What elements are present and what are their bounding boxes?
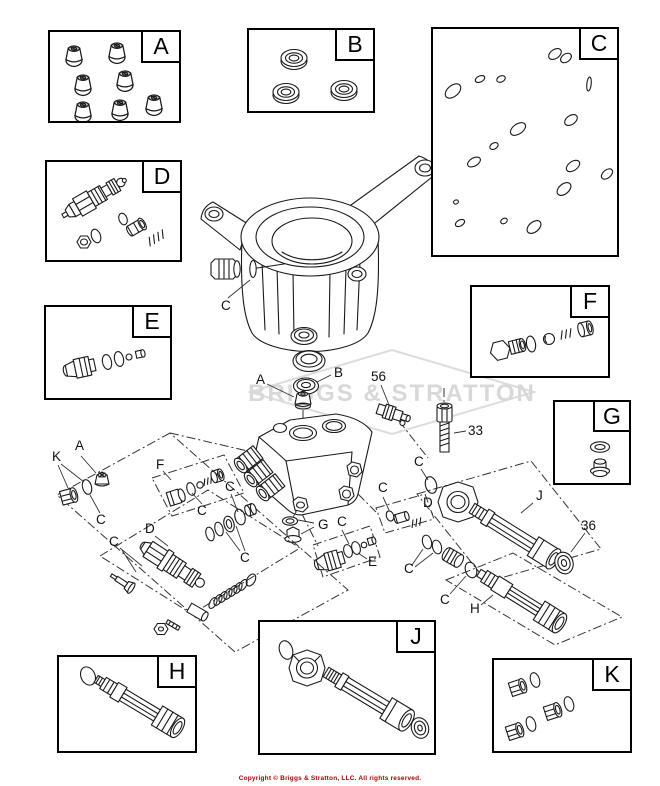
- left-kit-area: K A C F: [52, 432, 349, 653]
- oil-seal-icons: [272, 48, 358, 105]
- box-letter-a: A: [153, 33, 169, 59]
- detail-box-e: E: [44, 305, 172, 400]
- detail-box-g: G: [553, 400, 631, 485]
- detail-box-c: C: [431, 27, 619, 257]
- box-letter-j: J: [410, 623, 422, 649]
- piston-spring-assembly: [153, 573, 257, 636]
- callout-d-right: D: [423, 495, 433, 510]
- detail-box-d: D: [45, 160, 182, 262]
- pump-manifold: [233, 413, 373, 516]
- detail-box-a: A: [48, 30, 181, 123]
- h-inlet-o-rings: C: [404, 534, 465, 576]
- box-letter-c: C: [590, 30, 608, 56]
- unloader-piston: [109, 573, 136, 594]
- callout-j: J: [536, 488, 543, 503]
- detail-box-f: F: [470, 285, 610, 378]
- callout-d-left: D: [145, 521, 155, 536]
- callout-e: E: [368, 554, 377, 569]
- callout-c-e-kit: C: [337, 514, 347, 529]
- o-ring-and-plug-icons: [589, 441, 611, 478]
- inlet-tube-icon: [79, 666, 186, 739]
- box-letter-d: D: [153, 163, 171, 189]
- unloader-valve-kit-icons: [61, 177, 164, 249]
- callout-k: K: [52, 449, 61, 464]
- callout-c-h-orings: C: [404, 561, 414, 576]
- detail-box-d-label: D: [142, 160, 182, 193]
- d-small-kit-group: D C: [375, 480, 435, 534]
- plug-and-o-ring-icons: [504, 672, 575, 741]
- detail-box-k-label: K: [592, 658, 632, 691]
- box-letter-h: H: [168, 658, 186, 684]
- detail-box-b: B: [247, 28, 375, 113]
- callout-36-cap: 36: [581, 518, 596, 533]
- detail-box-g-label: G: [593, 400, 631, 432]
- manifold-valve-cap: A: [256, 372, 312, 424]
- callout-f: F: [156, 457, 164, 472]
- detail-box-j: J: [258, 620, 436, 755]
- injection-fitting-kit-icons: [62, 349, 146, 379]
- e-kit-group: E: [312, 525, 381, 578]
- callout-56-thermal-valve: 56: [371, 369, 386, 384]
- check-valve-kit-icons: [489, 320, 594, 361]
- callout-c-k-oring: C: [96, 512, 106, 527]
- callout-33-bolt: 33: [468, 423, 483, 438]
- callout-c-housing-plug: C: [221, 298, 231, 313]
- box-letter-e: E: [144, 308, 160, 334]
- callout-h: H: [470, 601, 480, 616]
- seal-stack: B: [290, 326, 343, 395]
- box-letter-k: K: [604, 661, 620, 687]
- svg-text:BRIGGS & STRATTON: BRIGGS & STRATTON: [248, 380, 536, 407]
- outlet-tube-kit-icons: [278, 640, 430, 739]
- detail-box-k: K: [492, 658, 632, 753]
- h-inlet-tube-group: C H: [440, 552, 624, 646]
- copyright-text: Copyright © Briggs & Stratton, LLC. All …: [238, 775, 422, 782]
- callout-c-j-oring: C: [414, 454, 424, 469]
- mounting-bolt: 33: [436, 402, 483, 453]
- detail-box-c-label: C: [579, 27, 619, 60]
- callout-c-chain-bottom: C: [240, 550, 250, 565]
- detail-box-a-label: A: [141, 30, 181, 63]
- housing-plug-and-o-ring: C: [210, 258, 285, 313]
- callout-a-valve-cap: A: [256, 372, 265, 387]
- box-letter-f: F: [582, 288, 598, 314]
- detail-box-j-label: J: [396, 620, 436, 653]
- pump-housing: [200, 155, 438, 353]
- callout-a-left: A: [75, 438, 84, 453]
- unloader-valve: [139, 540, 205, 588]
- box-letter-g: G: [603, 402, 621, 429]
- detail-box-h-label: H: [157, 655, 197, 688]
- detail-box-f-label: F: [570, 285, 610, 318]
- detail-box-h: H: [57, 655, 197, 753]
- callout-b-seal: B: [334, 365, 343, 380]
- j-outlet-tube-group: C J 36: [414, 454, 602, 583]
- callout-c-chain-top: C: [225, 479, 235, 494]
- callout-c-h-oring: C: [440, 592, 450, 607]
- callout-c-f-oring: C: [197, 503, 207, 518]
- detail-box-e-label: E: [132, 305, 172, 338]
- box-letter-b: B: [347, 31, 363, 57]
- o-ring-icons: [444, 47, 614, 234]
- g-plug-and-washer: G C: [281, 511, 350, 545]
- detail-box-b-label: B: [335, 28, 375, 61]
- callout-c-d-kit: C: [378, 480, 388, 495]
- callout-c-unloader-orings: C: [109, 534, 119, 549]
- assembly-axis-lines: [169, 388, 445, 547]
- thermal-relief-valve: 56: [371, 369, 411, 427]
- callout-g: G: [318, 517, 329, 532]
